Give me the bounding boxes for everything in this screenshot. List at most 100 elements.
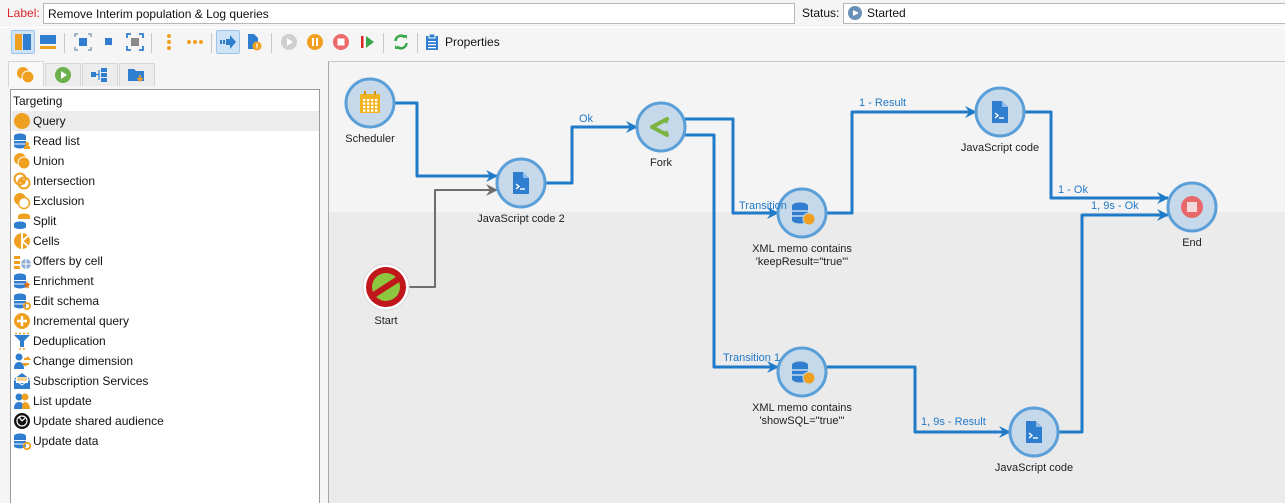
- zoom-fit-icon: [74, 33, 92, 51]
- refresh-button[interactable]: [389, 30, 413, 54]
- palette-item-label: List update: [33, 394, 92, 408]
- tab-flow-control[interactable]: [45, 63, 81, 86]
- palette-item-edit-schema[interactable]: Edit schema: [12, 291, 319, 311]
- align-vertical-button[interactable]: [157, 30, 181, 54]
- activity-xml2[interactable]: [776, 346, 828, 398]
- events-icon: [128, 69, 144, 83]
- activity-scheduler[interactable]: [344, 77, 396, 129]
- offers-by-cell-icon: [12, 252, 31, 271]
- pause-icon: [307, 34, 323, 50]
- edit-schema-icon: [12, 292, 31, 311]
- transition-fork-xml1[interactable]: [684, 117, 779, 219]
- transition-line[interactable]: [684, 133, 778, 369]
- arrowhead-icon: [767, 207, 779, 219]
- activity-xml1[interactable]: [776, 187, 828, 239]
- transition-js2-fork[interactable]: [545, 121, 638, 185]
- palette-item-union[interactable]: Union: [12, 151, 319, 171]
- transition-line[interactable]: [684, 117, 778, 215]
- palette-item-enrichment[interactable]: Enrichment: [12, 271, 319, 291]
- palette-item-read-list[interactable]: Read list: [12, 131, 319, 151]
- horizontal-layout-button[interactable]: [36, 30, 60, 54]
- zoom-fit-button[interactable]: [71, 30, 95, 54]
- activity-label: XML memo contains'showSQL="true"': [752, 402, 852, 428]
- activity-fork[interactable]: [635, 101, 687, 153]
- activity-js-top[interactable]: [974, 86, 1026, 138]
- palette-item-label: Cells: [33, 234, 60, 248]
- status-caption: Status:: [802, 6, 840, 20]
- palette-item-label: Deduplication: [33, 334, 106, 348]
- horizontal-dots-icon: [187, 40, 203, 44]
- palette-item-exclusion[interactable]: Exclusion: [12, 191, 319, 211]
- transition-line[interactable]: [1024, 110, 1168, 200]
- workflow-diagram: [344, 77, 1218, 458]
- palette-item-label: Update shared audience: [33, 414, 164, 428]
- transition-line[interactable]: [1058, 213, 1168, 434]
- transition-line[interactable]: [826, 365, 1010, 434]
- actual-size-button[interactable]: [97, 30, 121, 54]
- pause-button[interactable]: [303, 30, 327, 54]
- actual-size-icon: [105, 38, 112, 45]
- transition-fork-xml2[interactable]: [684, 133, 779, 373]
- palette-item-split[interactable]: Split: [12, 211, 319, 231]
- incremental-query-icon: [12, 312, 31, 331]
- tab-actions[interactable]: [82, 63, 118, 86]
- transition-xml1-js_top[interactable]: [826, 106, 977, 215]
- transition-label: Transition 1: [723, 352, 781, 364]
- palette-item-subscription-services[interactable]: Subscription Services: [12, 371, 319, 391]
- activity-start[interactable]: [362, 263, 410, 311]
- start-button[interactable]: [277, 30, 301, 54]
- transition-start-js2[interactable]: [409, 184, 498, 288]
- label-input[interactable]: Remove Interim population & Log queries: [43, 3, 795, 24]
- transition-label: 1 - Ok: [1058, 184, 1088, 196]
- properties-button[interactable]: Properties: [425, 31, 500, 53]
- started-status-icon: [848, 6, 862, 20]
- toolbar: Properties: [0, 27, 1285, 57]
- transition-line[interactable]: [394, 101, 497, 178]
- activity-label-line: XML memo contains: [752, 243, 852, 255]
- document-warning-icon: [248, 34, 262, 51]
- arrowhead-icon: [767, 361, 779, 373]
- query-icon: [12, 112, 31, 131]
- activity-js2[interactable]: [495, 157, 547, 209]
- activity-js-bottom[interactable]: [1008, 406, 1060, 458]
- read-list-icon: [12, 132, 31, 151]
- vertical-layout-button[interactable]: [11, 30, 35, 54]
- logs-button[interactable]: [242, 30, 266, 54]
- toolbar-separator: [417, 33, 418, 53]
- split-icon: [12, 212, 31, 231]
- transition-xml2-js_bottom[interactable]: [826, 365, 1011, 438]
- tab-targeting[interactable]: [8, 61, 44, 87]
- palette-item-cells[interactable]: Cells: [12, 231, 319, 251]
- clipboard-icon: [426, 34, 438, 50]
- transition-line[interactable]: [409, 189, 497, 288]
- transition-line[interactable]: [826, 110, 976, 215]
- transition-scheduler-js2[interactable]: [394, 101, 498, 182]
- align-horizontal-button[interactable]: [183, 30, 207, 54]
- transition-js_bottom-end[interactable]: [1058, 209, 1169, 434]
- arrowhead-icon: [486, 184, 498, 196]
- palette-item-query[interactable]: Query: [12, 111, 319, 131]
- palette-item-update-data[interactable]: Update data: [12, 431, 319, 451]
- palette-item-intersection[interactable]: Intersection: [12, 171, 319, 191]
- activity-label: End: [1182, 237, 1202, 249]
- palette-item-incremental-query[interactable]: Incremental query: [12, 311, 319, 331]
- label-row: Label: Remove Interim population & Log q…: [0, 0, 1285, 26]
- transition-line[interactable]: [545, 125, 637, 185]
- palette-item-change-dimension[interactable]: Change dimension: [12, 351, 319, 371]
- vertical-dots-icon: [167, 34, 171, 50]
- zoom-selection-button[interactable]: [123, 30, 147, 54]
- stop-button[interactable]: [329, 30, 353, 54]
- transition-js_top-end[interactable]: [1024, 110, 1169, 204]
- unconditional-stop-button[interactable]: [355, 30, 379, 54]
- palette-item-list-update[interactable]: List update: [12, 391, 319, 411]
- tab-events[interactable]: [119, 63, 155, 86]
- palette-item-update-shared-audience[interactable]: Update shared audience: [12, 411, 319, 431]
- play-icon: [281, 34, 297, 50]
- stop-icon: [333, 34, 349, 50]
- change-dimension-icon: [12, 352, 31, 371]
- activity-end[interactable]: [1166, 181, 1218, 233]
- transitions-button[interactable]: [216, 30, 240, 54]
- palette-item-deduplication[interactable]: Deduplication: [12, 331, 319, 351]
- palette-item-offers-by-cell[interactable]: Offers by cell: [12, 251, 319, 271]
